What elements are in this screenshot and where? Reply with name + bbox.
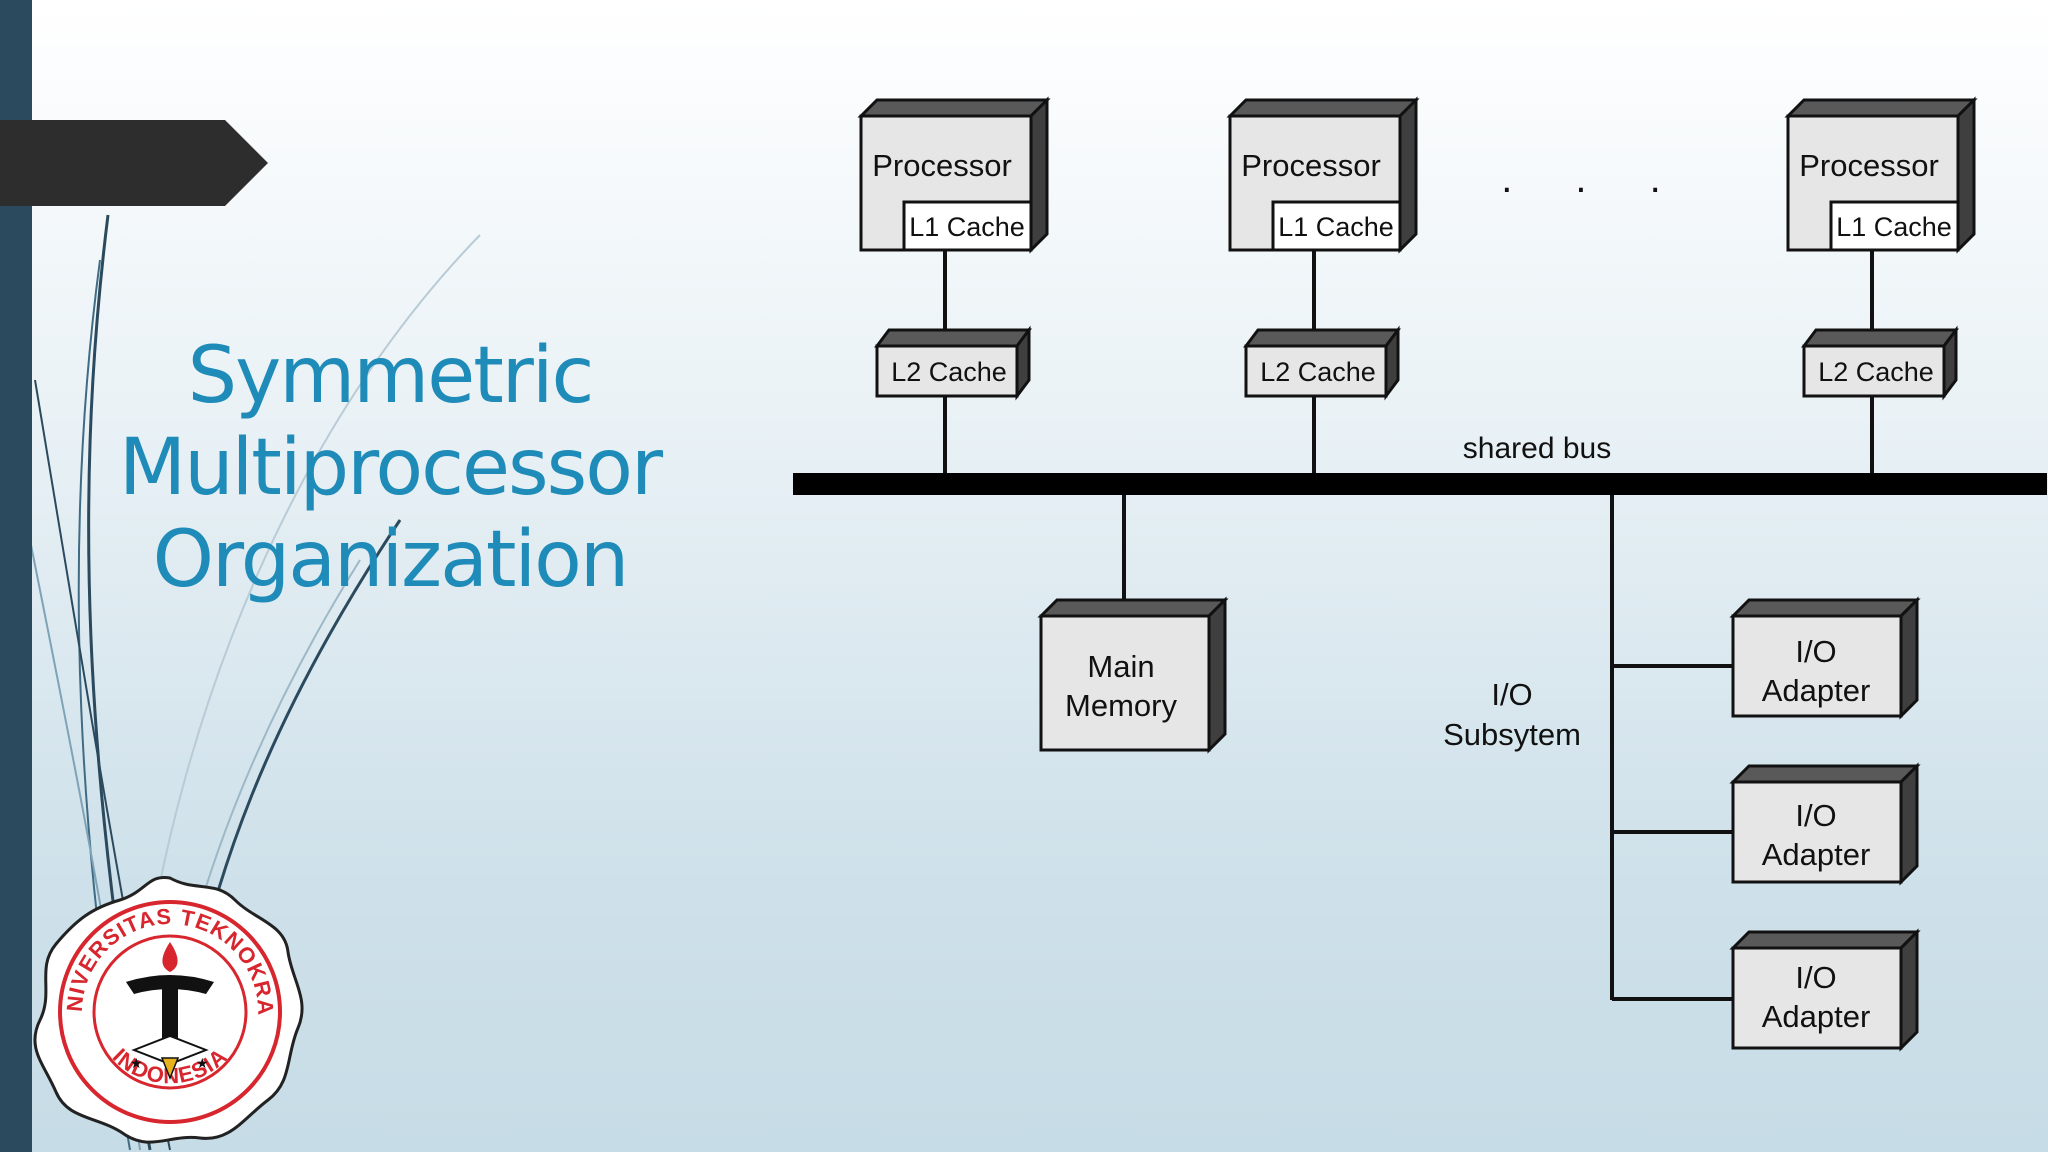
- l1-cache-box: [902, 200, 1033, 252]
- processor-ellipsis: . . .: [1501, 157, 1687, 201]
- seal-star-left-icon: ★: [130, 1056, 143, 1072]
- seal-star-right-icon: ★: [196, 1056, 209, 1072]
- shared-bus: [793, 473, 2047, 495]
- io-adapter-box: I/O Adapter: [1729, 762, 1921, 886]
- processor-box: Processor L1 Cache: [1784, 96, 1978, 254]
- main-memory-label-line: Main: [1087, 649, 1154, 684]
- l1-cache-label: L1 Cache: [1278, 212, 1394, 242]
- connection-lines: [943, 250, 1874, 1001]
- io-subsystem-label-line: Subsytem: [1443, 717, 1581, 752]
- university-seal-logo: UNIVERSITAS TEKNOKRAT INDONESIA ★ ★: [30, 872, 304, 1144]
- io-adapter-label-line: I/O: [1795, 798, 1836, 833]
- processor-box: Processor L1 Cache: [1226, 96, 1420, 254]
- l1-cache-label: L1 Cache: [909, 212, 1025, 242]
- io-adapter-box: I/O Adapter: [1729, 928, 1921, 1052]
- io-adapter-label-line: Adapter: [1762, 999, 1871, 1034]
- slide-title-line: Organization: [152, 515, 630, 605]
- processor-label: Processor: [872, 148, 1012, 183]
- processor-label: Processor: [1799, 148, 1939, 183]
- io-adapter-label-line: I/O: [1795, 634, 1836, 669]
- l2-cache-box: L2 Cache: [874, 325, 1032, 401]
- slide-title: Symmetric Multiprocessor Organization: [100, 330, 680, 606]
- l2-cache-label: L2 Cache: [891, 357, 1007, 387]
- slide-title-line: Symmetric: [187, 331, 595, 421]
- title-tab-arrow: [0, 120, 268, 206]
- l1-cache-label: L1 Cache: [1836, 212, 1952, 242]
- l2-cache-box: L2 Cache: [1243, 325, 1401, 401]
- main-memory-label-line: Memory: [1065, 688, 1177, 723]
- slide-title-line: Multiprocessor: [118, 423, 663, 513]
- l2-cache-box: L2 Cache: [1801, 325, 1959, 401]
- processor-label: Processor: [1241, 148, 1381, 183]
- io-adapter-label-line: Adapter: [1762, 837, 1871, 872]
- io-adapter-label-line: Adapter: [1762, 673, 1871, 708]
- l1-cache-box: [1271, 200, 1402, 252]
- io-adapter-label-line: I/O: [1795, 960, 1836, 995]
- io-subsystem-label-line: I/O: [1491, 677, 1532, 712]
- processor-box: Processor L1 Cache: [857, 96, 1051, 254]
- l1-cache-box: [1829, 200, 1960, 252]
- l2-cache-label: L2 Cache: [1260, 357, 1376, 387]
- io-adapter-box: I/O Adapter: [1729, 596, 1921, 720]
- main-memory-box: Main Memory: [1037, 596, 1229, 754]
- shared-bus-label: shared bus: [1463, 432, 1611, 465]
- l2-cache-label: L2 Cache: [1818, 357, 1934, 387]
